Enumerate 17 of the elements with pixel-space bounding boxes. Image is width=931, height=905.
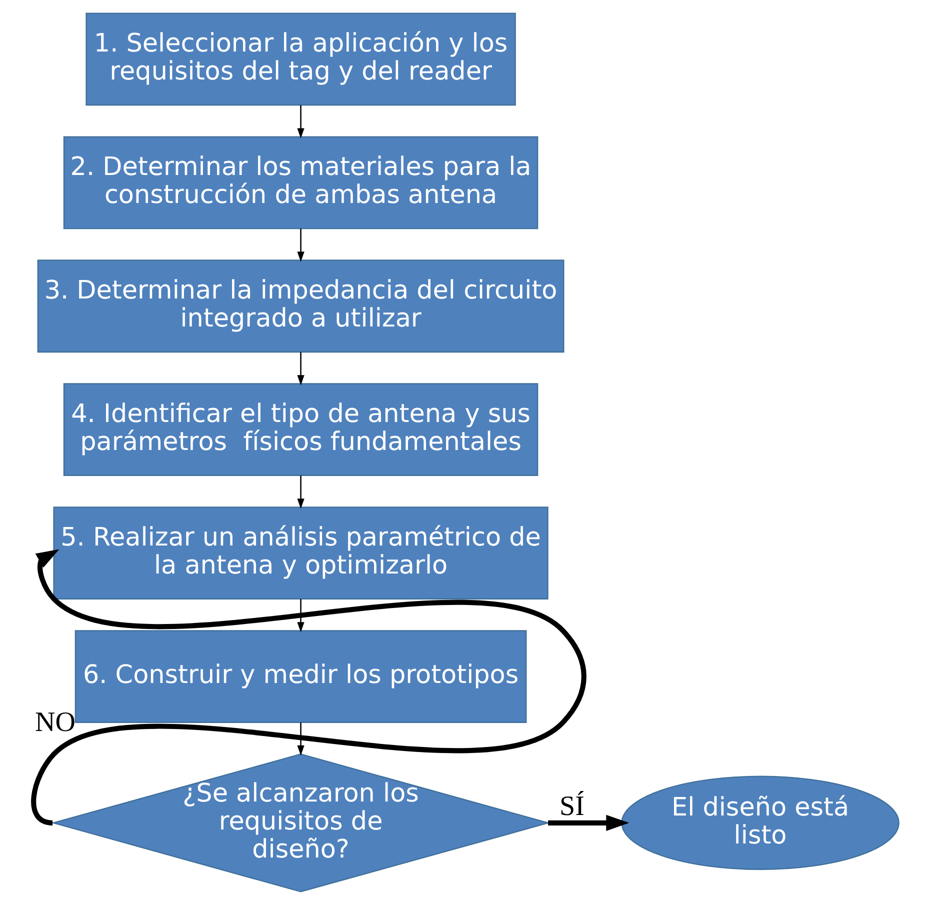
edge-label: SÍ	[559, 790, 584, 822]
node-ellipse: El diseño está listo	[620, 776, 899, 870]
arrow	[296, 599, 304, 632]
node-box: 1. Seleccionar la aplicación y los requisitos del tag y del reader	[85, 12, 516, 106]
arrow	[296, 352, 304, 386]
node-box: 5. Realizar un análisis paramétrico de la antena y optimizarlo	[52, 506, 548, 600]
node-box: 2. Determinar los materiales para la construcción de ambas antena	[62, 136, 538, 230]
edge-label: NO	[34, 707, 75, 738]
node-box: 6. Construir y medir los prototipos	[74, 630, 526, 723]
node-box: 3. Determinar la impedancia del circuito integrado a utilizar	[36, 260, 564, 353]
node-box: 4. Identificar el tipo de antena y sus parámetros físicos fundamentales	[62, 383, 538, 476]
arrow	[296, 722, 304, 756]
arrow	[296, 105, 304, 138]
node-diamond: ¿Se alcanzaron los requisitos de diseño?	[50, 754, 550, 892]
arrow	[548, 814, 629, 831]
arrow	[296, 228, 304, 262]
arrow	[296, 476, 304, 509]
